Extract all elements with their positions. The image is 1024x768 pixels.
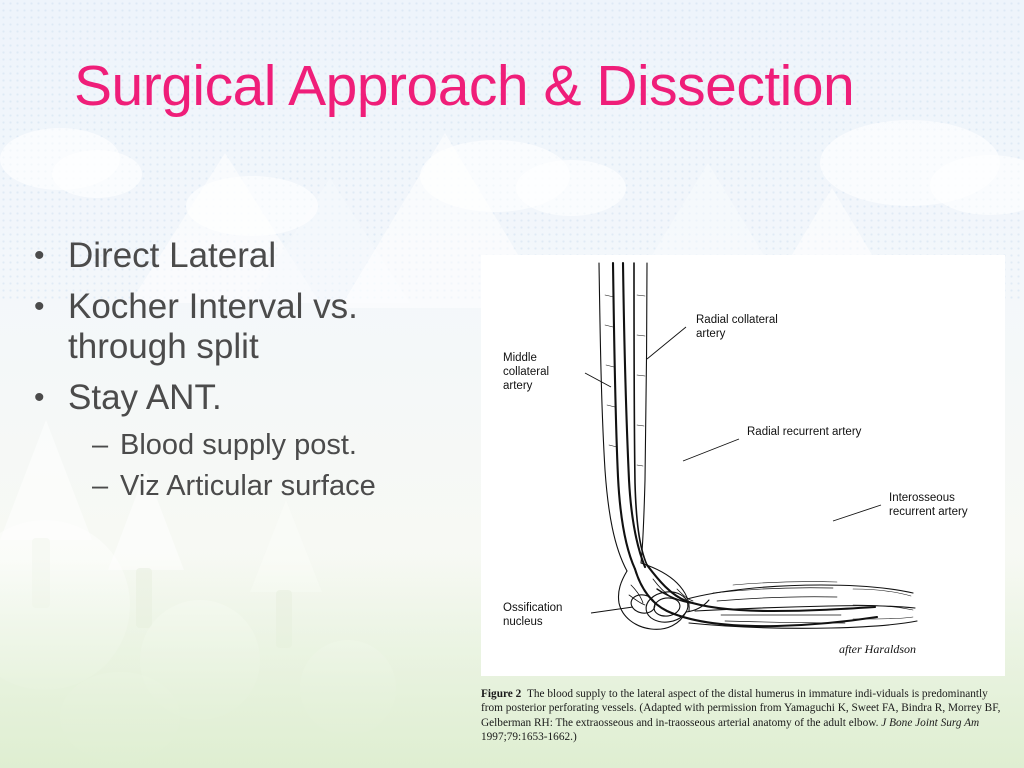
- sub-list-item: – Viz Articular surface: [92, 469, 454, 503]
- label-radial-recurrent-artery: Radial recurrent artery: [747, 426, 862, 438]
- sub-list-item: – Blood supply post.: [92, 428, 454, 462]
- anatomy-illustration: Radial collateral artery Middle collater…: [481, 255, 1005, 676]
- svg-text:nucleus: nucleus: [503, 616, 543, 628]
- tree-trunk: [136, 568, 152, 628]
- list-item-label: Kocher Interval vs. through split: [68, 286, 358, 367]
- figure-caption-text: The blood supply to the lateral aspect o…: [481, 688, 1001, 729]
- blob-shape: [60, 672, 180, 762]
- list-item-label: Direct Lateral: [68, 236, 277, 275]
- leader-line-radial-recurrent: [682, 438, 740, 462]
- bullet-list: • Direct Lateral • Kocher Interval vs. t…: [34, 236, 454, 509]
- svg-text:artery: artery: [503, 380, 533, 392]
- tree-shape: [250, 500, 322, 592]
- svg-text:recurrent artery: recurrent artery: [889, 506, 968, 518]
- cloud-shape: [820, 120, 1000, 206]
- list-item: • Stay ANT.: [34, 378, 454, 419]
- list-item: • Direct Lateral: [34, 236, 454, 277]
- page-title: Surgical Approach & Dissection: [74, 54, 855, 118]
- label-ossification-nucleus: Ossification: [503, 602, 562, 614]
- list-item: • Kocher Interval vs. through split: [34, 287, 454, 368]
- bullet-marker: •: [34, 380, 45, 414]
- bullet-marker: –: [92, 429, 109, 462]
- leader-line-radial-collateral: [646, 326, 687, 360]
- figure-caption-citation: 1997;79:1653-1662.): [481, 731, 577, 744]
- leader-line-interosseous-recurrent: [832, 504, 882, 522]
- label-middle-collateral-artery: Middle: [503, 352, 537, 364]
- artist-signature: after Haraldson: [839, 642, 916, 656]
- figure-block: Radial collateral artery Middle collater…: [481, 255, 1005, 745]
- bullet-marker: •: [34, 289, 45, 323]
- blob-shape: [140, 600, 260, 720]
- sub-list-item-label: Viz Articular surface: [120, 469, 376, 502]
- blob-shape: [300, 640, 396, 736]
- elbow-vasculature-drawing: Radial collateral artery Middle collater…: [481, 255, 1005, 676]
- cloud-shape: [930, 155, 1024, 215]
- figure-caption-journal: J Bone Joint Surg Am: [881, 716, 980, 729]
- figure-caption: Figure 2 The blood supply to the lateral…: [481, 687, 1005, 745]
- leader-line-ossification-nucleus: [590, 606, 634, 614]
- list-item-label: Stay ANT.: [68, 377, 222, 417]
- blob-shape: [0, 520, 130, 690]
- svg-text:artery: artery: [696, 328, 726, 340]
- bullet-marker: •: [34, 239, 45, 272]
- leader-line-middle-collateral: [584, 372, 612, 388]
- svg-text:collateral: collateral: [503, 366, 549, 378]
- bullet-marker: –: [92, 469, 109, 502]
- label-interosseous-recurrent-artery: Interosseous: [889, 492, 955, 504]
- cloud-shape: [52, 150, 142, 198]
- label-radial-collateral-artery: Radial collateral: [696, 314, 778, 326]
- tree-trunk: [32, 538, 50, 608]
- cloud-shape: [0, 128, 120, 190]
- sub-list-item-label: Blood supply post.: [120, 429, 357, 462]
- cloud-shape: [420, 140, 570, 212]
- figure-caption-label: Figure 2: [481, 688, 522, 700]
- tree-trunk: [276, 590, 292, 648]
- cloud-shape: [516, 160, 626, 216]
- cloud-shape: [186, 176, 318, 236]
